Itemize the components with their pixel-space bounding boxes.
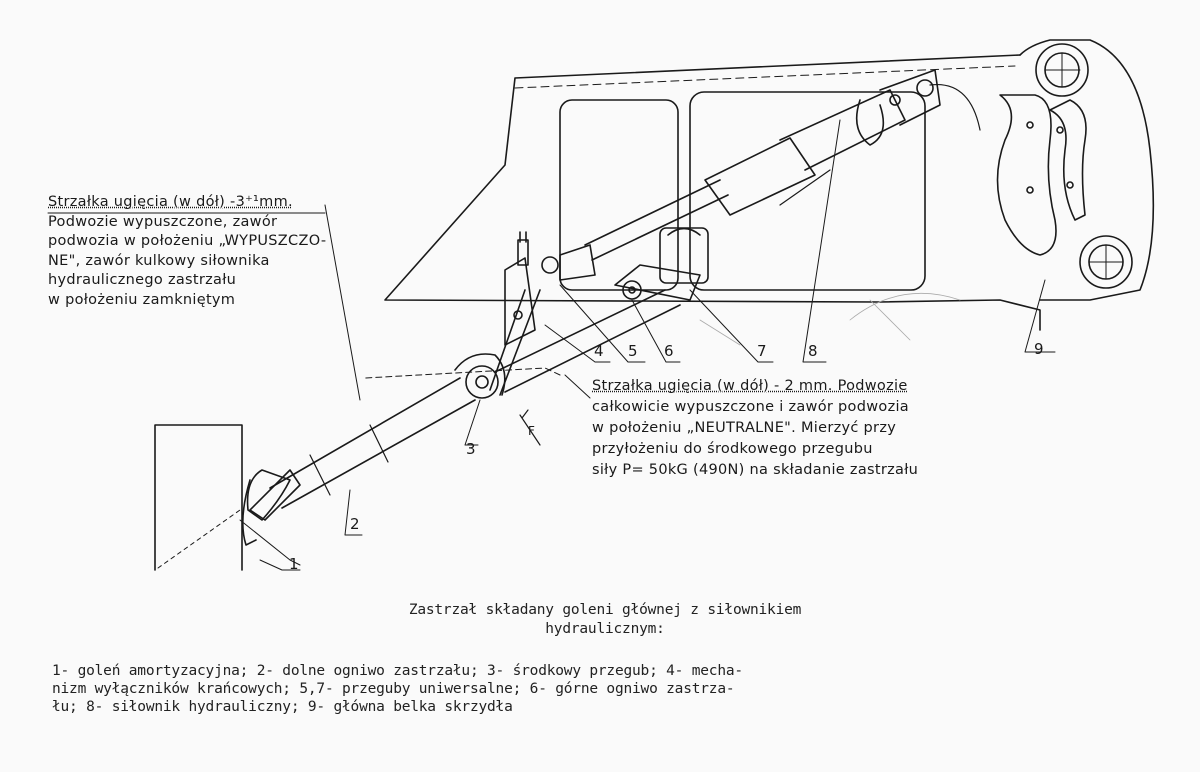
label-6: 6 xyxy=(664,342,674,360)
universal-joint-5 xyxy=(541,244,596,281)
universal-joint-7 xyxy=(659,227,709,284)
deflection-note-neutral: Strzałka ugięcia (w dół) - 2 mm. Podwozi… xyxy=(592,376,918,481)
label-7: 7 xyxy=(757,342,767,360)
figure-caption-cont: hydraulicznym: xyxy=(545,621,665,637)
label-4: 4 xyxy=(594,342,604,360)
figure-caption: Zastrzał składany goleni głównej z siłow… xyxy=(408,602,802,618)
note-line: Strzałka ugięcia (w dół) -3⁺¹mm. xyxy=(48,194,293,210)
deflection-note-extended: Strzałka ugięcia (w dół) -3⁺¹mm. Podwozi… xyxy=(48,193,326,310)
legend-line: 1- goleń amortyzacyjna; 2- dolne ogniwo … xyxy=(52,663,743,679)
note-line: Strzałka ugięcia (w dół) - 2 mm. Podwozi… xyxy=(592,378,908,394)
note-line: hydraulicznego zastrzału xyxy=(48,272,237,288)
label-2: 2 xyxy=(350,515,360,533)
hydraulic-cylinder xyxy=(584,69,981,261)
lower-link xyxy=(249,377,476,521)
force-label: F xyxy=(528,424,535,438)
figure-legend: 1- goleń amortyzacyjna; 2- dolne ogniwo … xyxy=(52,662,743,716)
note-line: NE", zawór kulkowy siłownika xyxy=(48,252,270,269)
limit-switch-mechanism xyxy=(489,231,541,396)
label-8: 8 xyxy=(808,342,818,360)
wing-beam-frame xyxy=(384,39,1155,331)
label-3: 3 xyxy=(466,440,476,458)
label-5: 5 xyxy=(628,342,638,360)
note-line: siły P= 50kG (490N) na składanie zastrza… xyxy=(592,462,919,478)
label-9: 9 xyxy=(1034,340,1044,358)
beam-lugs xyxy=(699,43,1133,346)
legend-line: nizm wyłączników krańcowych; 5,7- przegu… xyxy=(52,681,735,697)
note-line: całkowicie wypuszczone i zawór podwozia xyxy=(592,399,909,415)
legend-line: łu; 8- siłownik hydrauliczny; 9- główna … xyxy=(52,699,513,715)
shock-strut-column xyxy=(154,424,301,571)
note-line: przyłożeniu do środkowego przegubu xyxy=(592,441,873,457)
note-line: Podwozie wypuszczone, zawór xyxy=(48,213,278,230)
label-1: 1 xyxy=(289,555,299,573)
note-line: w położeniu zamkniętym xyxy=(48,291,236,308)
note-line: podwozia w położeniu „WYPUSZCZO- xyxy=(48,233,327,249)
leader-lines xyxy=(47,119,1056,571)
note-line: w położeniu „NEUTRALNE". Mierzyć przy xyxy=(592,420,897,436)
upper-link xyxy=(494,264,701,393)
